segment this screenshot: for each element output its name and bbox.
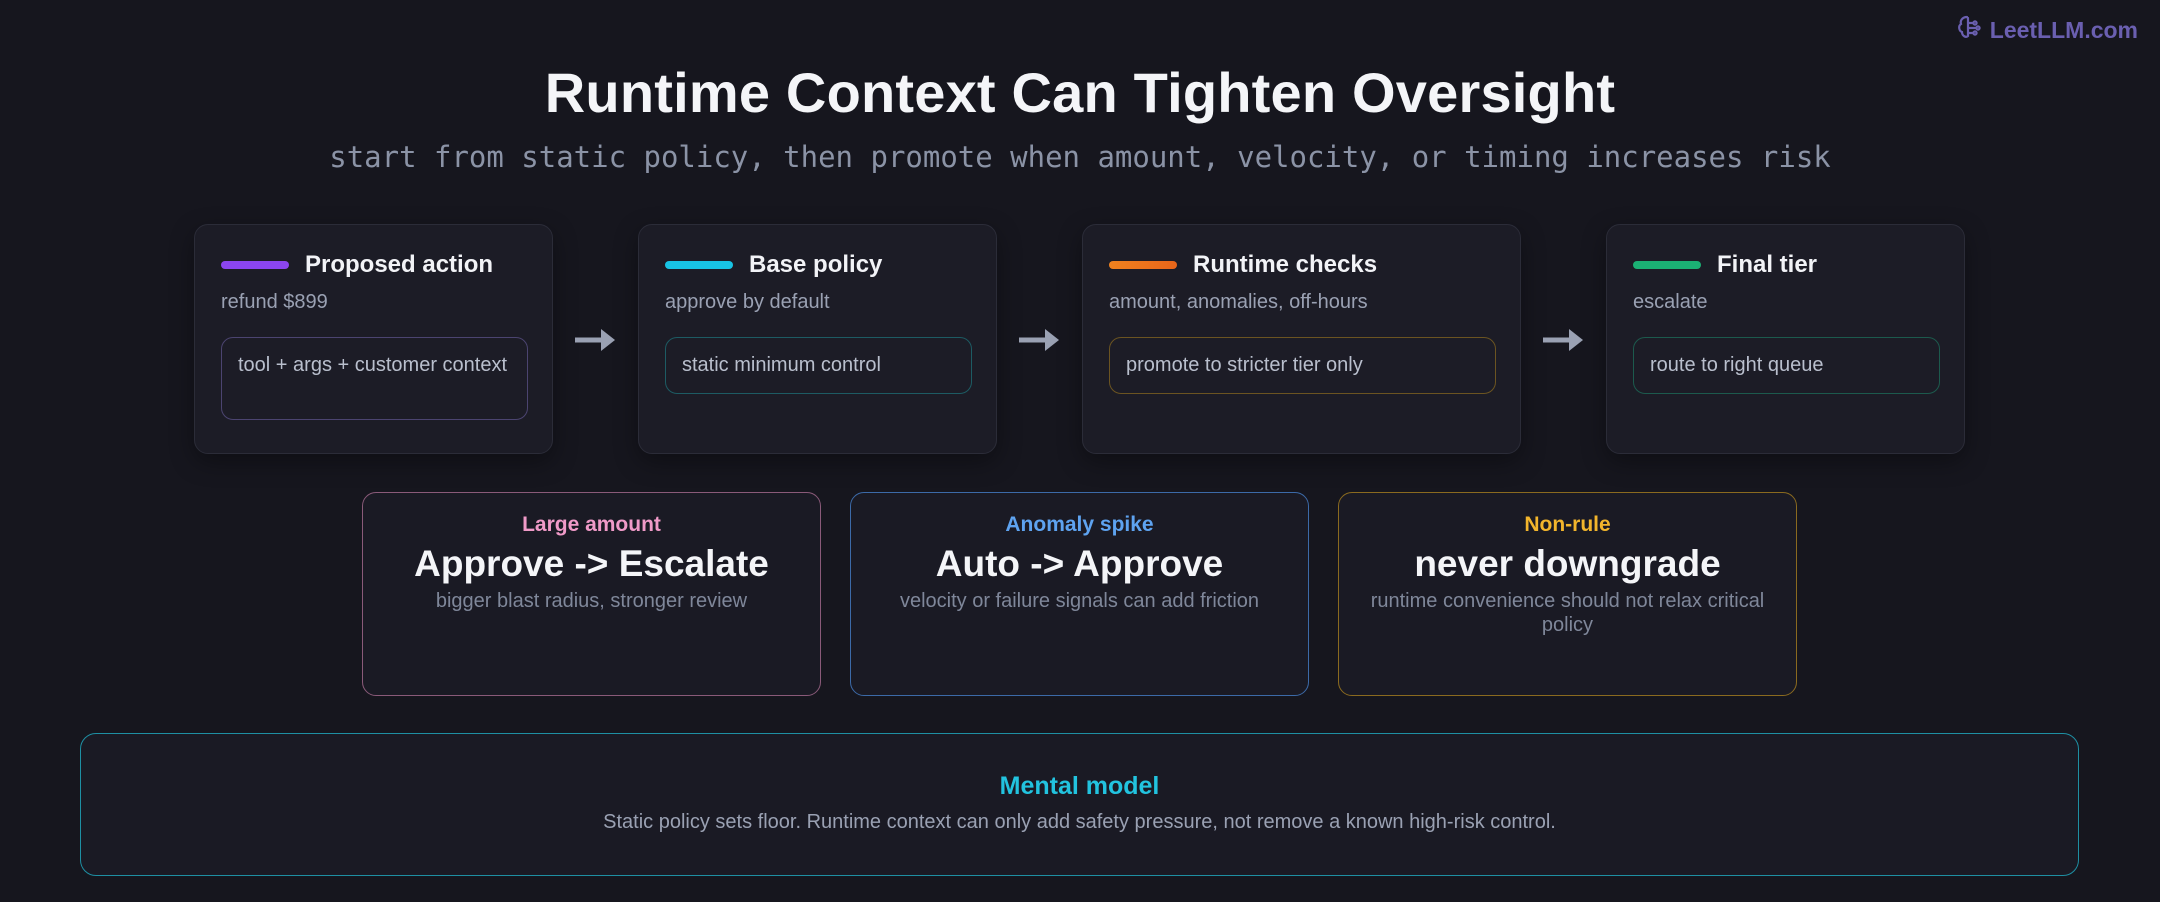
arrow-right-icon bbox=[575, 329, 615, 351]
step-description: escalate bbox=[1633, 291, 1708, 313]
card-text: bigger blast radius, stronger review bbox=[435, 590, 748, 612]
card-headline: never downgrade bbox=[1414, 543, 1721, 584]
mental-model-panel: Mental model Static policy sets floor. R… bbox=[80, 733, 2079, 876]
card-non-rule: Non-rule never downgrade runtime conveni… bbox=[1338, 492, 1797, 696]
step-detail-box: tool + args + customer context bbox=[221, 337, 528, 420]
accent-bar bbox=[221, 261, 289, 269]
card-text: runtime convenience should not relax cri… bbox=[1370, 590, 1765, 636]
page-title: Runtime Context Can Tighten Oversight bbox=[544, 61, 1616, 124]
card-label: Non-rule bbox=[1524, 513, 1611, 536]
step-description: approve by default bbox=[665, 291, 830, 313]
card-headline: Auto -> Approve bbox=[935, 543, 1224, 584]
brain-icon bbox=[1956, 14, 1982, 46]
step-title: Proposed action bbox=[305, 251, 494, 278]
step-detail-box: static minimum control bbox=[665, 337, 972, 394]
arrow-right-icon bbox=[1543, 329, 1583, 351]
step-proposed-action: Proposed action refund $899 tool + args … bbox=[194, 224, 553, 454]
brand-name: LeetLLM.com bbox=[1989, 16, 2138, 43]
step-final-tier: Final tier escalate route to right queue bbox=[1606, 224, 1965, 454]
step-runtime-checks: Runtime checks amount, anomalies, off-ho… bbox=[1082, 224, 1521, 454]
accent-bar bbox=[665, 261, 733, 269]
step-description: refund $899 bbox=[221, 291, 328, 313]
step-description: amount, anomalies, off-hours bbox=[1109, 291, 1368, 313]
card-anomaly-spike: Anomaly spike Auto -> Approve velocity o… bbox=[850, 492, 1309, 696]
step-title: Base policy bbox=[749, 251, 883, 278]
step-base-policy: Base policy approve by default static mi… bbox=[638, 224, 997, 454]
card-label: Large amount bbox=[522, 513, 661, 536]
accent-bar bbox=[1109, 261, 1177, 269]
step-title: Runtime checks bbox=[1193, 251, 1378, 278]
card-label: Anomaly spike bbox=[1005, 513, 1154, 536]
card-large-amount: Large amount Approve -> Escalate bigger … bbox=[362, 492, 821, 696]
mental-model-text: Static policy sets floor. Runtime contex… bbox=[603, 811, 1556, 833]
mental-model-title: Mental model bbox=[999, 772, 1160, 800]
card-headline: Approve -> Escalate bbox=[414, 543, 769, 584]
arrow-right-icon bbox=[1019, 329, 1059, 351]
step-detail-box: promote to stricter tier only bbox=[1109, 337, 1496, 394]
accent-bar bbox=[1633, 261, 1701, 269]
page-subtitle: start from static policy, then promote w… bbox=[329, 140, 1831, 174]
card-text: velocity or failure signals can add fric… bbox=[899, 590, 1260, 612]
step-title: Final tier bbox=[1717, 251, 1818, 278]
step-detail-box: route to right queue bbox=[1633, 337, 1940, 394]
brand-logo[interactable]: LeetLLM.com bbox=[1956, 14, 2138, 46]
